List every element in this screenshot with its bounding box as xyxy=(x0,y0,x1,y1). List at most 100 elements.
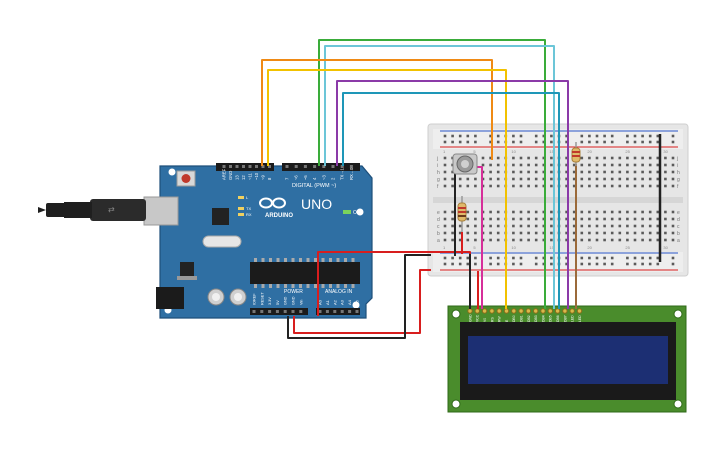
lcd-pin[interactable] xyxy=(518,308,524,314)
lcd-pin-label: VCC xyxy=(476,314,480,322)
lcd-pin[interactable] xyxy=(511,308,517,314)
power-pin[interactable] xyxy=(283,310,287,313)
analog-pin[interactable] xyxy=(348,310,352,313)
row-letter: a xyxy=(437,238,440,244)
analog-pin-label: A1 xyxy=(325,299,330,305)
header-pin[interactable] xyxy=(285,165,289,168)
lcd-pin-label: DB5 xyxy=(549,315,553,322)
power-pin-label: Vin xyxy=(299,300,303,305)
lcd-pin-header[interactable] xyxy=(467,308,583,314)
column-number: 1 xyxy=(443,149,446,154)
row-letter: i xyxy=(677,163,678,169)
analog-pin[interactable] xyxy=(355,310,359,313)
header-pin[interactable] xyxy=(235,165,239,168)
header-pin[interactable] xyxy=(340,165,344,168)
lcd-pin[interactable] xyxy=(489,308,495,314)
resistor-icon[interactable] xyxy=(457,196,467,232)
pin-label: 7 xyxy=(285,177,290,180)
pin-label: 2 xyxy=(331,177,336,180)
column-number: 30 xyxy=(663,149,668,154)
lcd-screen xyxy=(468,336,668,384)
power-pin[interactable] xyxy=(291,310,295,313)
analog-pin-label: A5 xyxy=(355,299,360,305)
power-pin[interactable] xyxy=(268,310,272,313)
header-pin[interactable] xyxy=(222,165,226,168)
header-pin[interactable] xyxy=(294,165,298,168)
analog-pin[interactable] xyxy=(333,310,337,313)
lcd-pin[interactable] xyxy=(562,308,568,314)
row-letter: e xyxy=(677,210,680,216)
analog-pin[interactable] xyxy=(325,310,329,313)
header-pin[interactable] xyxy=(331,165,335,168)
header-pin[interactable] xyxy=(242,165,245,168)
pin-label: ~11 xyxy=(248,173,253,180)
lcd-pin[interactable] xyxy=(525,308,532,314)
resistor-2-icon[interactable] xyxy=(571,142,581,166)
power-jack-icon[interactable] xyxy=(156,287,184,309)
power-pin[interactable] xyxy=(252,310,256,313)
analog-pin-label: A0 xyxy=(318,299,323,305)
lcd-pin[interactable] xyxy=(503,308,510,314)
row-letter: d xyxy=(437,217,440,223)
lcd-pin-label: GND xyxy=(468,314,472,322)
row-letter: g xyxy=(677,177,680,183)
on-label: ON xyxy=(353,210,361,216)
column-number: 5 xyxy=(473,245,476,250)
header-pin[interactable] xyxy=(303,165,307,168)
lcd-pin[interactable] xyxy=(554,308,561,314)
row-letter: h xyxy=(677,170,680,176)
pin-label: AREF xyxy=(222,168,227,180)
analog-pin[interactable] xyxy=(340,310,344,313)
usb-chip xyxy=(212,208,229,225)
usb-cable-icon[interactable]: ⇄ xyxy=(38,196,179,226)
digital-label: DIGITAL (PWM ~) xyxy=(292,183,336,189)
digital-header-pins[interactable] xyxy=(222,165,353,168)
row-letter: c xyxy=(437,224,440,230)
lcd-pin[interactable] xyxy=(569,308,575,314)
lcd-pin[interactable] xyxy=(496,308,502,314)
power-pin[interactable] xyxy=(260,310,264,313)
header-pin[interactable] xyxy=(313,165,317,168)
power-pin-label: GND xyxy=(292,296,296,305)
lcd-pin[interactable] xyxy=(474,308,480,314)
wire-orange xyxy=(261,59,493,166)
potentiometer-icon[interactable] xyxy=(452,153,478,175)
pin-label: ~5 xyxy=(303,175,308,180)
pin-label: 4 xyxy=(312,177,317,180)
header-pin[interactable] xyxy=(248,165,252,168)
header-pin[interactable] xyxy=(255,165,258,168)
row-letter: i xyxy=(437,163,438,169)
lcd-pin[interactable] xyxy=(547,308,553,314)
power-pin[interactable] xyxy=(275,310,279,313)
reset-button-icon[interactable] xyxy=(176,170,196,187)
header-pin[interactable] xyxy=(229,165,232,168)
wire-red-rail xyxy=(293,269,431,334)
analog-pin[interactable] xyxy=(318,310,322,313)
on-led-icon xyxy=(343,210,351,214)
header-pin[interactable] xyxy=(349,165,353,168)
header-pin[interactable] xyxy=(268,165,271,168)
lcd-pin[interactable] xyxy=(533,308,539,314)
lcd-pin[interactable] xyxy=(467,308,473,314)
row-letter: j xyxy=(436,156,438,162)
pin-label: ~6 xyxy=(294,175,299,180)
row-letter: c xyxy=(677,224,680,230)
power-pin[interactable] xyxy=(299,310,303,313)
power-pin-label: RESET xyxy=(260,292,264,305)
analog-label: ANALOG IN xyxy=(325,289,353,295)
lcd-pin[interactable] xyxy=(481,308,488,314)
pin-label: TX→1 xyxy=(340,167,345,180)
wires[interactable] xyxy=(261,39,662,339)
power-analog-header-pins[interactable] xyxy=(252,310,359,313)
column-number: 25 xyxy=(625,245,630,250)
lcd-pin[interactable] xyxy=(576,308,583,314)
column-number: 10 xyxy=(511,245,516,250)
header-pin[interactable] xyxy=(322,165,326,168)
header-pin[interactable] xyxy=(261,165,265,168)
lcd-pin[interactable] xyxy=(540,308,546,314)
